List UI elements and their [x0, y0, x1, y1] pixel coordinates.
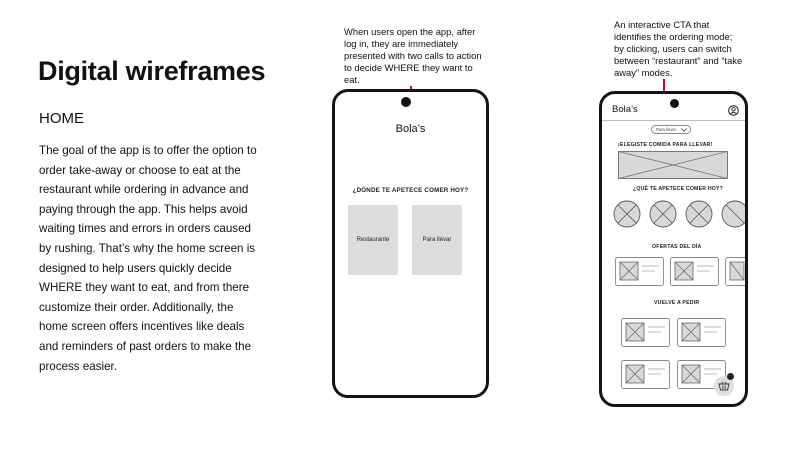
phone-frame-home-takeaway: Bola’s Para llevar ¡ELEGISTE COMIDA PARA…	[599, 91, 748, 407]
take-away-button[interactable]: Para llevar	[412, 205, 462, 275]
chevron-down-icon	[681, 128, 687, 132]
brand-logo: Bola’s	[612, 104, 638, 115]
reorder-grid[interactable]	[621, 318, 731, 396]
mode-selector[interactable]: Para llevar	[651, 125, 691, 134]
mode-selector-label: Para llevar	[656, 127, 677, 132]
basket-icon	[718, 381, 730, 391]
header-divider	[602, 120, 745, 121]
takeaway-banner-heading: ¡ELEGISTE COMIDA PARA LLEVAR!	[618, 142, 713, 148]
description-paragraph: The goal of the app is to offer the opti…	[39, 144, 257, 373]
deals-heading: OFERTAS DEL DÍA	[652, 244, 702, 250]
page-title: Digital wireframes	[38, 56, 266, 86]
brand-logo: Bola’s	[395, 123, 426, 135]
camera-icon	[670, 99, 679, 108]
camera-icon	[401, 97, 411, 107]
restaurant-button[interactable]: Restaurante	[348, 205, 398, 275]
where-question: ¿DÓNDE TE APETECE COMER HOY?	[352, 187, 469, 194]
section-heading: HOME	[39, 110, 84, 127]
reorder-heading: VUELVE A PEDIR	[654, 300, 700, 306]
annotation-right: An interactive CTA that identifies the o…	[614, 19, 743, 78]
phone-frame-home-choice: Bola’s ¿DÓNDE TE APETECE COMER HOY? Rest…	[332, 89, 489, 398]
basket-button[interactable]	[714, 373, 734, 396]
user-icon[interactable]	[728, 103, 739, 116]
cart-badge	[727, 373, 734, 380]
category-carousel[interactable]	[613, 200, 745, 229]
annotation-left: When users open the app, after log in, t…	[344, 26, 482, 85]
deals-carousel[interactable]	[615, 257, 745, 287]
categories-heading: ¿QUÉ TE APETECE COMER HOY?	[633, 186, 724, 192]
banner-image-placeholder[interactable]	[618, 151, 728, 179]
